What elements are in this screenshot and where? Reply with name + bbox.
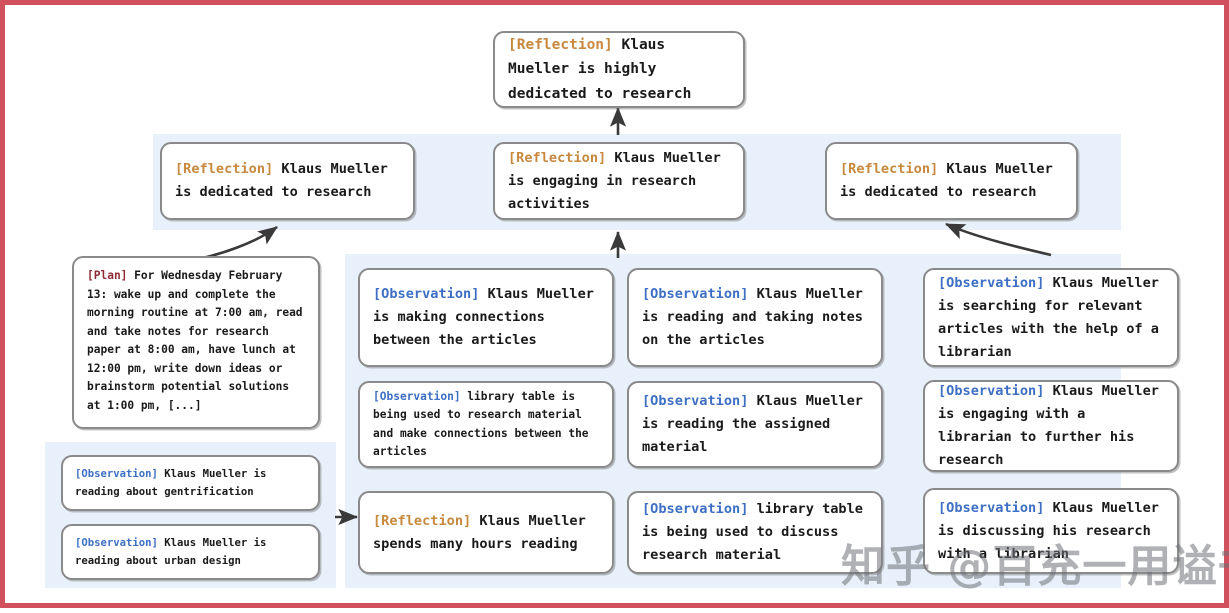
node-body: library table is being used to discuss r…: [642, 501, 872, 563]
node-observation-searching-articles[interactable]: [Observation] Klaus Mueller is searching…: [923, 268, 1179, 367]
node-observation-reading-taking-notes[interactable]: [Observation] Klaus Mueller is reading a…: [627, 268, 883, 367]
node-text: [Observation] library table is being use…: [373, 388, 599, 462]
node-text: [Observation] Klaus Mueller is discussin…: [938, 497, 1164, 566]
node-body: Klaus Mueller is searching for relevant …: [938, 274, 1168, 360]
node-text: [Observation] Klaus Mueller is reading a…: [75, 465, 306, 501]
tag-observation: [Observation]: [75, 468, 158, 480]
tag-plan: [Plan]: [87, 269, 128, 282]
node-body: Klaus Mueller is reading about gentrific…: [75, 468, 273, 498]
node-body: For Wednesday February 13: wake up and c…: [87, 269, 310, 412]
node-observation-urban-design[interactable]: [Observation] Klaus Mueller is reading a…: [61, 524, 320, 580]
node-text: [Observation] Klaus Mueller is reading a…: [75, 534, 306, 570]
tag-reflection: [Reflection]: [508, 149, 607, 166]
tag-observation: [Observation]: [75, 537, 158, 549]
tag-reflection: [Reflection]: [508, 36, 613, 53]
node-body: Klaus Mueller is reading about urban des…: [75, 537, 273, 567]
node-observation-library-table-discuss[interactable]: [Observation] library table is being use…: [627, 491, 883, 574]
diagram-canvas: [Reflection] Klaus Mueller is highly ded…: [5, 5, 1229, 613]
node-text: [Observation] library table is being use…: [642, 498, 868, 567]
node-text: [Observation] Klaus Mueller is reading t…: [642, 390, 868, 459]
node-text: [Reflection] Klaus Mueller is highly ded…: [508, 33, 730, 107]
node-text: [Reflection] Klaus Mueller spends many h…: [373, 510, 599, 556]
node-text: [Observation] Klaus Mueller is engaging …: [938, 380, 1164, 472]
node-observation-gentrification[interactable]: [Observation] Klaus Mueller is reading a…: [61, 455, 320, 511]
node-observation-assigned-material[interactable]: [Observation] Klaus Mueller is reading t…: [627, 381, 883, 468]
tag-observation: [Observation]: [938, 499, 1045, 516]
tag-observation: [Observation]: [642, 286, 749, 302]
tag-observation: [Observation]: [938, 383, 1045, 399]
tag-observation: [Observation]: [938, 274, 1045, 291]
node-reflection-spends-many-hours[interactable]: [Reflection] Klaus Mueller spends many h…: [358, 491, 614, 574]
node-text: [Observation] Klaus Mueller is making co…: [373, 283, 599, 352]
node-body: Klaus Mueller is making connections betw…: [373, 286, 603, 348]
node-text: [Reflection] Klaus Mueller is dedicated …: [175, 158, 400, 204]
node-reflection-left[interactable]: [Reflection] Klaus Mueller is dedicated …: [160, 142, 415, 220]
node-body: Klaus Mueller is engaging with a librari…: [938, 383, 1168, 468]
tag-reflection: [Reflection]: [175, 161, 274, 177]
node-body: Klaus Mueller is discussing his research…: [938, 499, 1168, 562]
tag-reflection: [Reflection]: [840, 161, 939, 177]
node-text: [Observation] Klaus Mueller is searching…: [938, 272, 1164, 364]
node-observation-discussing-research[interactable]: [Observation] Klaus Mueller is discussin…: [923, 488, 1179, 574]
tag-reflection: [Reflection]: [373, 512, 472, 529]
node-body: Klaus Mueller is dedicated to research: [175, 161, 396, 200]
tag-observation: [Observation]: [642, 501, 749, 517]
node-reflection-middle[interactable]: [Reflection] Klaus Mueller is engaging i…: [493, 142, 745, 220]
node-observation-making-connections[interactable]: [Observation] Klaus Mueller is making co…: [358, 268, 614, 367]
node-observation-engaging-librarian[interactable]: [Observation] Klaus Mueller is engaging …: [923, 380, 1179, 472]
node-text: [Observation] Klaus Mueller is reading a…: [642, 283, 868, 352]
node-body: library table is being used to research …: [373, 389, 596, 459]
node-body: Klaus Mueller spends many hours reading: [373, 512, 594, 552]
tag-observation: [Observation]: [373, 389, 461, 403]
node-body: Klaus Mueller is reading the assigned ma…: [642, 393, 872, 455]
tag-observation: [Observation]: [642, 393, 749, 409]
node-body: Klaus Mueller is reading and taking note…: [642, 286, 872, 348]
node-text: [Plan] For Wednesday February 13: wake u…: [87, 267, 305, 415]
tag-observation: [Observation]: [373, 286, 480, 302]
node-body: Klaus Mueller is dedicated to research: [840, 161, 1061, 200]
node-root-reflection[interactable]: [Reflection] Klaus Mueller is highly ded…: [493, 31, 745, 108]
node-text: [Reflection] Klaus Mueller is dedicated …: [840, 158, 1063, 204]
node-plan[interactable]: [Plan] For Wednesday February 13: wake u…: [72, 256, 320, 429]
node-observation-library-table-connections[interactable]: [Observation] library table is being use…: [358, 381, 614, 468]
node-text: [Reflection] Klaus Mueller is engaging i…: [508, 147, 730, 216]
node-body: Klaus Mueller is engaging in research ac…: [508, 149, 729, 212]
node-reflection-right[interactable]: [Reflection] Klaus Mueller is dedicated …: [825, 142, 1078, 220]
node-body: Klaus Mueller is highly dedicated to res…: [508, 36, 692, 102]
